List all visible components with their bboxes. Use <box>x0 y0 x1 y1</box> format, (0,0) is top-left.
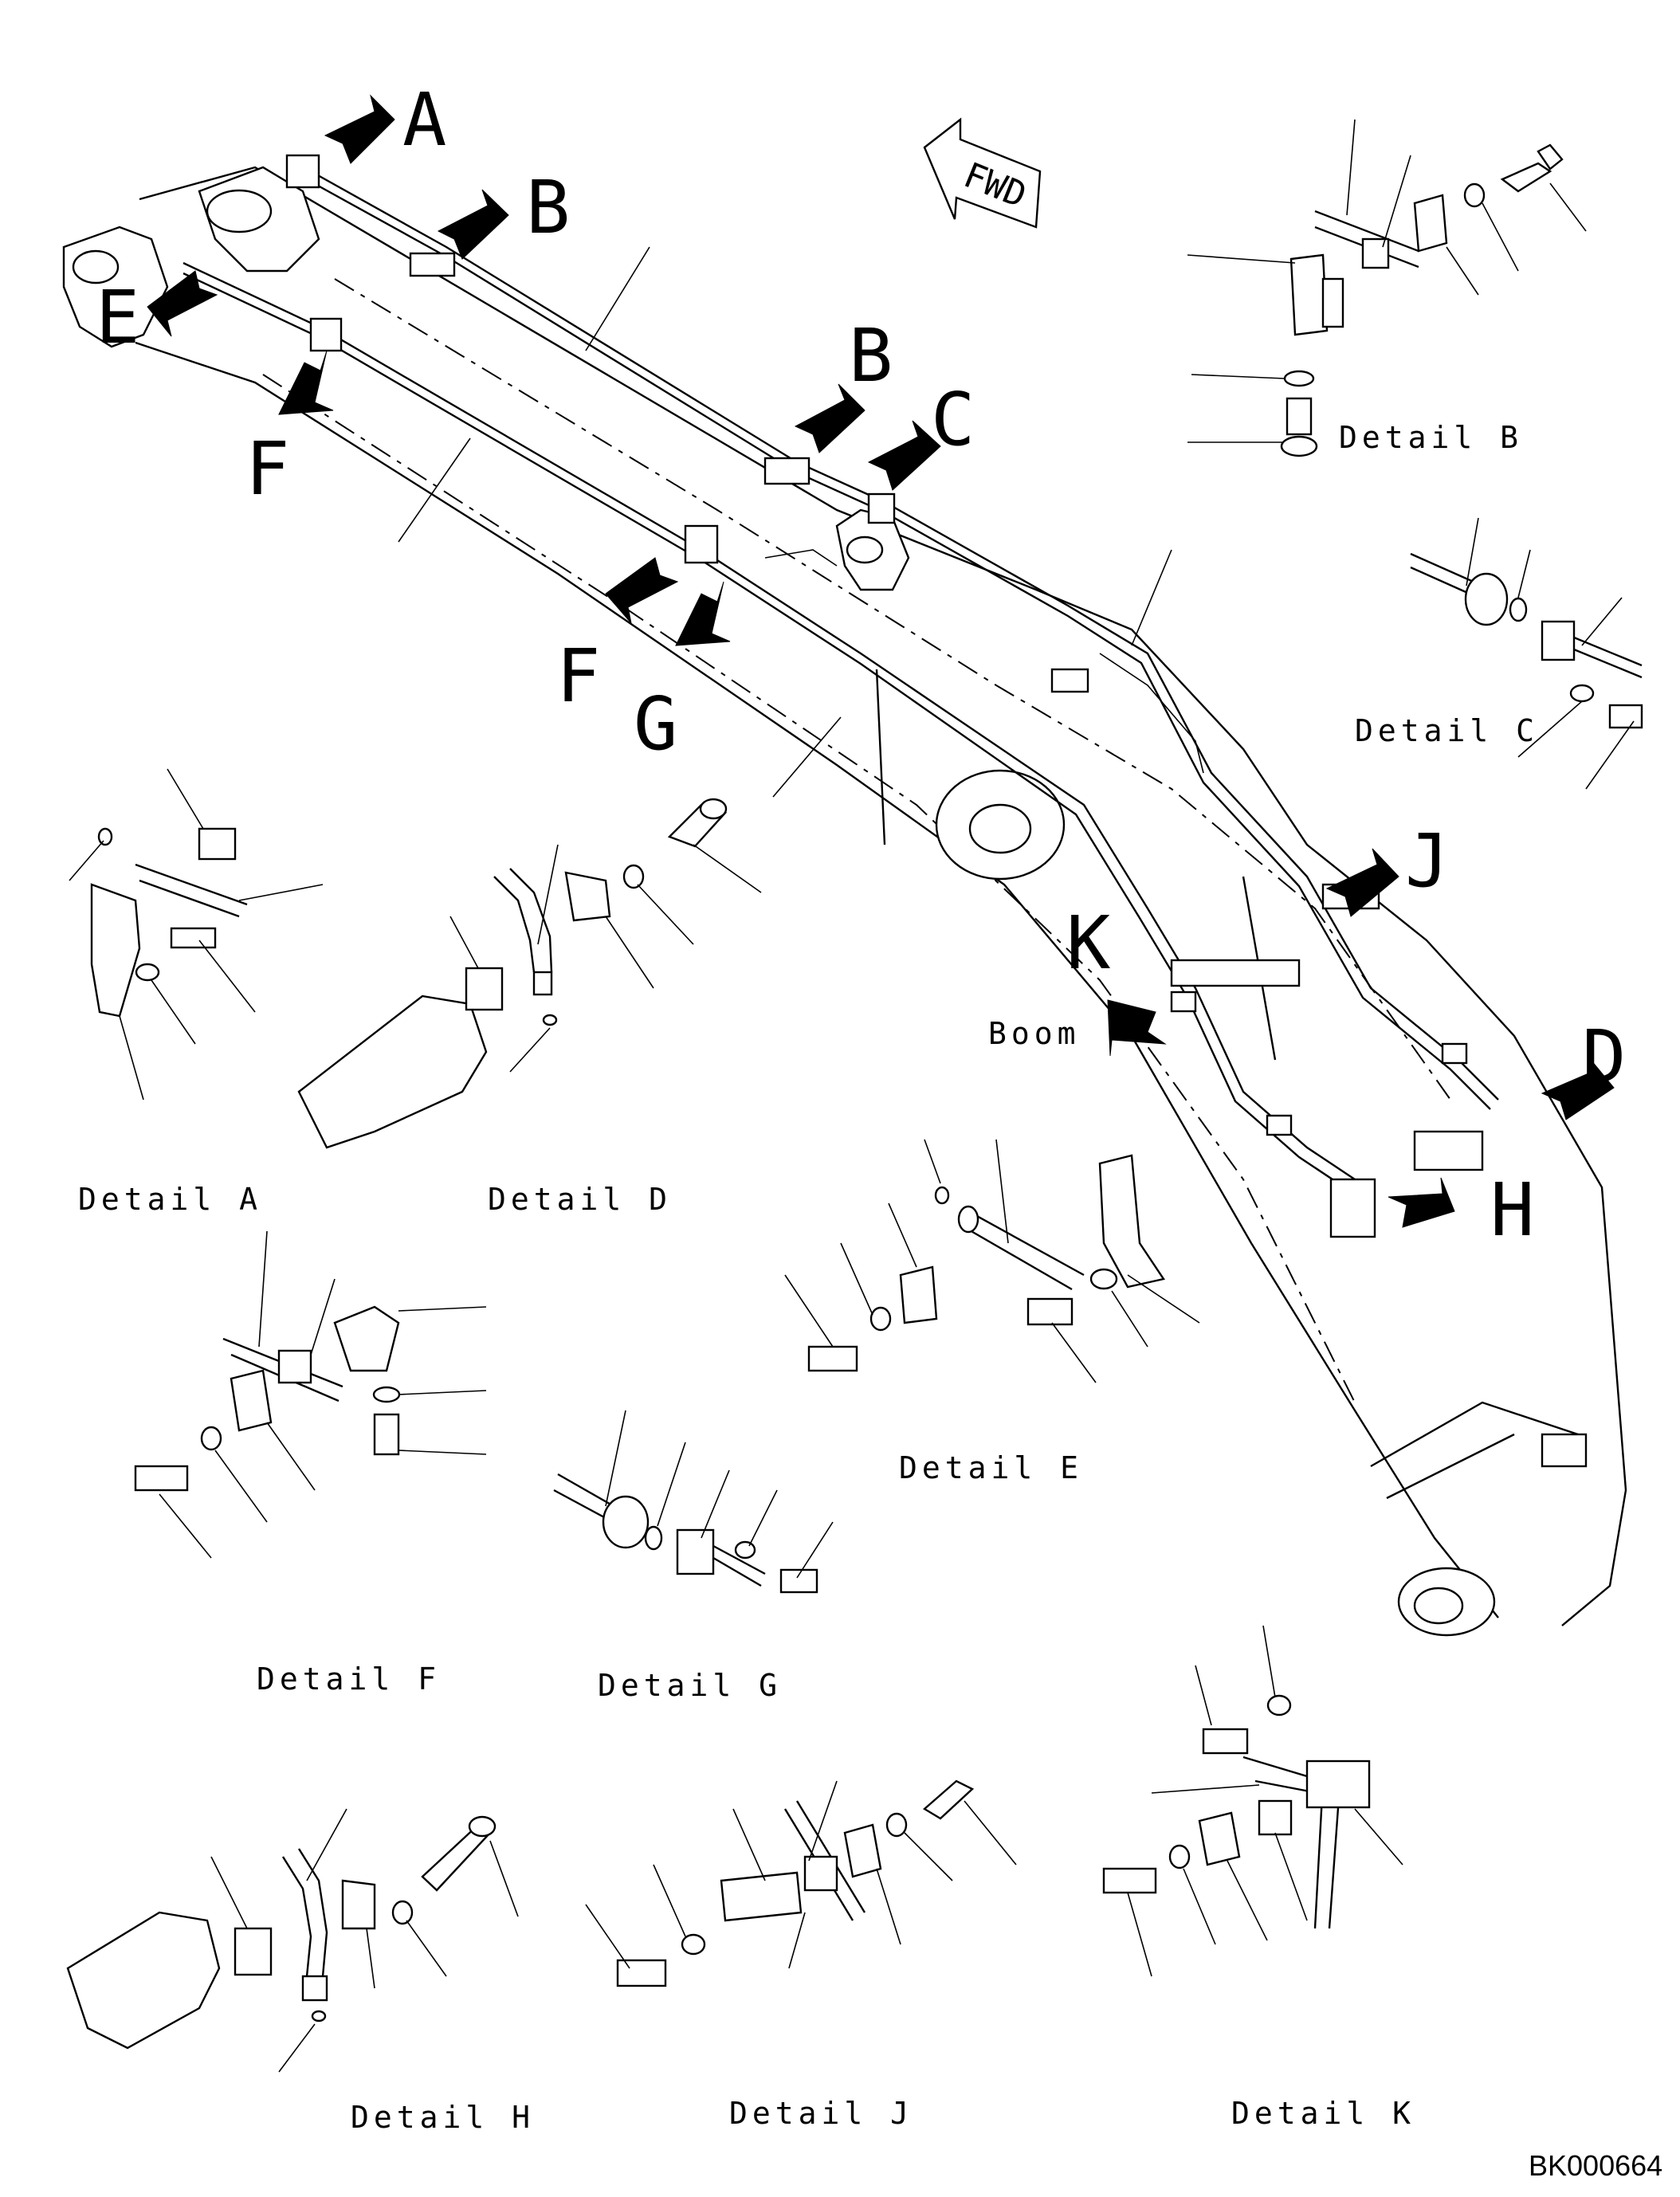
filled-arrow-icon <box>794 383 866 453</box>
filled-arrow-icon <box>278 350 334 415</box>
filled-arrow-icon <box>324 94 395 164</box>
fwd-arrow-icon: FWD <box>923 117 1042 229</box>
detail-a-label: Detail A <box>78 1182 262 1217</box>
detail-e-drawing: Detail E <box>784 1139 1200 1485</box>
filled-arrow-icon <box>605 557 679 625</box>
callout-b-upper: B <box>526 165 570 250</box>
filled-arrow-icon <box>867 420 941 491</box>
detail-g-drawing: Detail G <box>553 1410 834 1703</box>
callout-arrows <box>147 94 1615 1228</box>
detail-e-label: Detail E <box>899 1450 1083 1485</box>
boom-clamps <box>285 154 1588 1468</box>
detail-h-label: Detail H <box>351 2100 535 2135</box>
piping-lines <box>183 170 1499 1190</box>
detail-f-drawing: Detail F <box>134 1230 487 1697</box>
callout-e: E <box>96 275 139 360</box>
callout-a: A <box>402 77 446 163</box>
filled-arrow-icon <box>437 189 509 260</box>
detail-j-label: Detail J <box>729 2096 913 2131</box>
detail-c-label: Detail C <box>1355 713 1539 748</box>
callout-h: H <box>1490 1167 1534 1253</box>
filled-arrow-icon <box>1107 999 1167 1057</box>
callout-b-lower: B <box>849 313 893 398</box>
callout-g: G <box>634 681 677 767</box>
detail-b-drawing: Detail B <box>1187 119 1587 457</box>
detail-f-label: Detail F <box>257 1661 441 1697</box>
detail-b-label: Detail B <box>1339 420 1523 455</box>
filled-arrow-icon <box>1325 848 1399 917</box>
filled-arrow-icon <box>1388 1177 1455 1228</box>
callout-c: C <box>931 377 975 462</box>
callout-letters: A B B C E F F G J K D H Boom <box>96 77 1626 1253</box>
callout-d: D <box>1582 1014 1626 1100</box>
callout-k: K <box>1066 900 1111 986</box>
detail-k-label: Detail K <box>1231 2096 1415 2131</box>
boom-label: Boom <box>988 1016 1081 1051</box>
detail-d-label: Detail D <box>488 1182 672 1217</box>
leader-lines <box>398 246 1172 798</box>
callout-j: J <box>1405 818 1449 904</box>
drawing-code: BK000664 <box>1529 2149 1662 2182</box>
filled-arrow-icon <box>147 270 218 337</box>
detail-h-drawing: Detail H <box>66 1808 535 2135</box>
detail-g-label: Detail G <box>598 1668 782 1703</box>
detail-k-drawing: Detail K <box>1102 1625 1415 2131</box>
detail-d-drawing: Detail D <box>297 798 762 1217</box>
callout-f-right: F <box>556 634 600 719</box>
detail-j-drawing: Detail J <box>585 1779 1017 2131</box>
filled-arrow-icon <box>675 581 731 646</box>
callout-f-left: F <box>245 426 289 512</box>
filled-arrow-icon <box>1541 1055 1615 1120</box>
detail-c-drawing: Detail C <box>1355 517 1643 790</box>
detail-a-drawing: Detail A <box>69 768 324 1217</box>
